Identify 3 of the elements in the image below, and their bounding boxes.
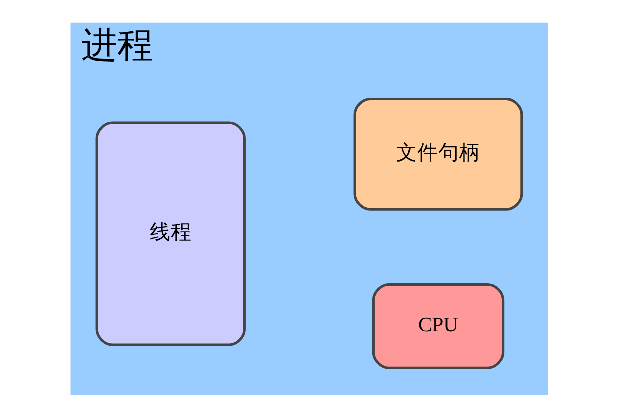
node-box: CPU	[372, 283, 504, 370]
node-box: 线程	[95, 122, 246, 346]
node-box: 文件句柄	[353, 98, 523, 211]
